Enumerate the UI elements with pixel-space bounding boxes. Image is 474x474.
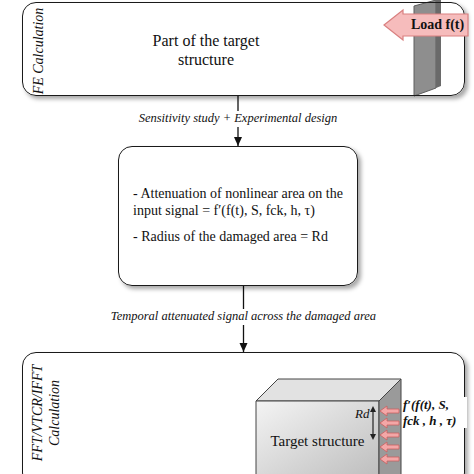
load-arrow: Load f(t) [383, 10, 469, 40]
box-text: Part of the target structure [141, 31, 271, 69]
load-arrow-small [380, 418, 399, 428]
cube-side [379, 379, 401, 474]
load-arrow-small [380, 454, 399, 464]
signal-label: f′(f(t), S, fck , h , τ) [403, 397, 467, 428]
radius-arrowhead [370, 434, 376, 440]
vertical-title: FFT/VTCR/IFFT Calculation [30, 357, 64, 469]
radius-arrowhead [370, 406, 376, 412]
vertical-title: FE Calculation [31, 8, 48, 95]
process-box: FFT/VTCR/IFFT CalculationTarget structur… [22, 352, 465, 474]
load-label: Load f(t) [411, 17, 464, 34]
process-box: - Attenuation of nonlinear area on the i… [118, 146, 358, 286]
radius-label: Rd [355, 406, 375, 422]
cube-shape [256, 379, 401, 474]
process-box: FE Calculation Part of the target structu… [22, 2, 465, 96]
load-arrow-small [380, 406, 399, 416]
edge-label: Sensitivity study + Experimental design [136, 111, 341, 127]
target-cube: Target structure [256, 379, 401, 474]
cube-top [256, 379, 401, 401]
radius-arrow [372, 409, 373, 437]
cube-front [256, 401, 379, 474]
box-text: - Radius of the damaged area = Rd [133, 229, 343, 246]
edge-label: Temporal attenuated signal across the da… [108, 309, 379, 325]
load-arrow-small [380, 430, 399, 440]
cube-label: Target structure [256, 432, 379, 450]
arrow-outline [384, 10, 468, 40]
load-arrow-small [380, 442, 399, 452]
box-text: - Attenuation of nonlinear area on the i… [133, 186, 343, 220]
plate-edge [436, 0, 441, 88]
